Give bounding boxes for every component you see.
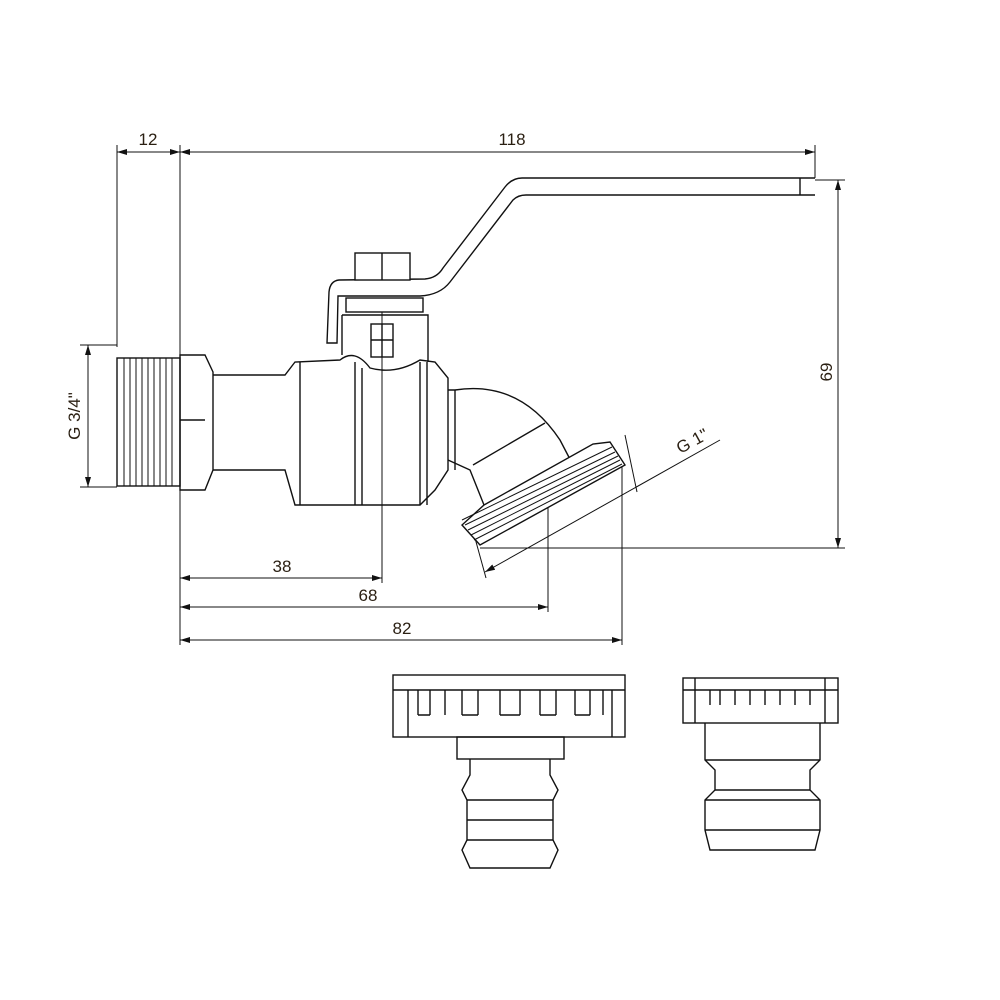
dim-label-38: 38 xyxy=(273,557,292,576)
dim-label-82: 82 xyxy=(393,619,412,638)
dim-label-g1: G 1" xyxy=(673,425,711,458)
dimension-69: 69 xyxy=(817,180,841,548)
dim-label-118: 118 xyxy=(498,130,525,149)
dimension-68: 68 xyxy=(180,586,548,610)
dimension-g34: G 3/4" xyxy=(65,345,91,487)
dim-label-68: 68 xyxy=(359,586,378,605)
extension-lines xyxy=(80,145,845,645)
dim-label-69: 69 xyxy=(817,363,836,382)
lever-handle xyxy=(326,177,815,344)
dim-label-12: 12 xyxy=(139,130,158,149)
adapter-large xyxy=(392,674,626,869)
dimension-12: 12 xyxy=(117,130,180,155)
valve-body xyxy=(116,297,626,546)
dim-label-g34: G 3/4" xyxy=(65,392,84,440)
dimension-82: 82 xyxy=(180,619,622,643)
dimension-38: 38 xyxy=(180,557,382,581)
adapter-small xyxy=(682,677,839,851)
dimension-118: 118 xyxy=(180,130,815,155)
